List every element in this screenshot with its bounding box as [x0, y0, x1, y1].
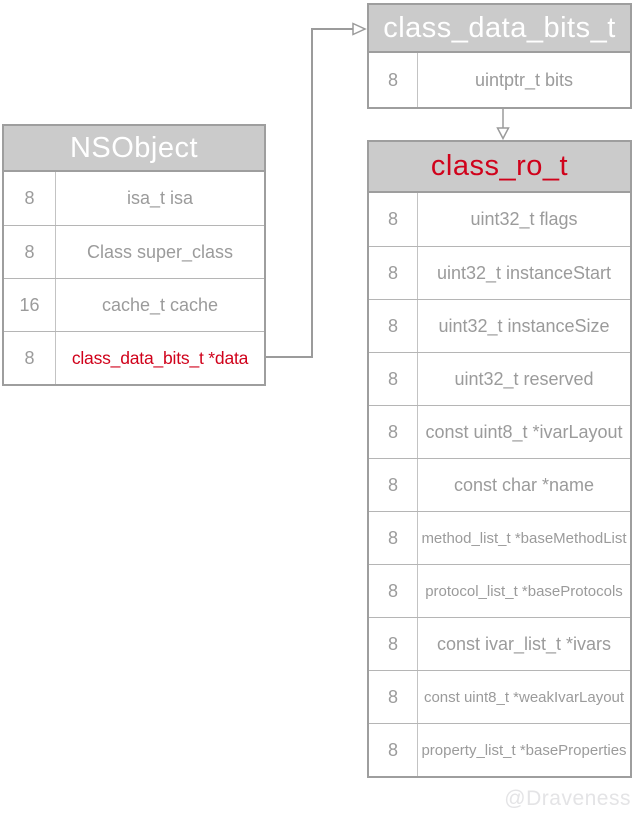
row-label: const ivar_list_t *ivars: [436, 633, 612, 654]
row-label: uint32_t reserved: [454, 368, 594, 389]
row-size: 8: [4, 226, 56, 278]
row-label: cache_t cache: [101, 294, 219, 315]
table-row: 8 Class super_class: [4, 225, 264, 278]
row-label: Class super_class: [86, 241, 234, 262]
table-nsobject: NSObject 8 isa_t isa 8 Class super_class…: [2, 124, 266, 386]
table-row: 8 uint32_t reserved: [369, 352, 630, 405]
row-label: method_list_t *baseMethodList: [421, 529, 627, 547]
table-row: 8 const ivar_list_t *ivars: [369, 617, 630, 670]
row-label: const uint8_t *ivarLayout: [425, 421, 623, 442]
row-label-highlighted: class_data_bits_t *data: [71, 347, 249, 368]
row-size: 16: [4, 279, 56, 331]
arrow-data-to-bits: [266, 22, 367, 358]
row-size: 8: [369, 353, 418, 405]
table-title-class-data-bits-t: class_data_bits_t: [369, 5, 630, 53]
row-label: property_list_t *baseProperties: [421, 741, 627, 759]
table-row-data-pointer: 8 class_data_bits_t *data: [4, 331, 264, 384]
table-row: 8 const char *name: [369, 458, 630, 511]
table-row: 16 cache_t cache: [4, 278, 264, 331]
row-size: 8: [4, 332, 56, 384]
table-row: 8 uint32_t flags: [369, 193, 630, 246]
row-size: 8: [369, 618, 418, 670]
watermark: @Draveness: [504, 787, 631, 810]
row-size: 8: [369, 512, 418, 564]
row-label: uint32_t instanceSize: [438, 315, 610, 336]
table-class-data-bits-t: class_data_bits_t 8 uintptr_t bits: [367, 3, 632, 109]
table-row: 8 uint32_t instanceStart: [369, 246, 630, 299]
table-row: 8 protocol_list_t *baseProtocols: [369, 564, 630, 617]
table-row: 8 const uint8_t *ivarLayout: [369, 405, 630, 458]
table-row: 8 property_list_t *baseProperties: [369, 723, 630, 776]
table-row: 8 uint32_t instanceSize: [369, 299, 630, 352]
row-label: protocol_list_t *baseProtocols: [425, 582, 623, 600]
row-size: 8: [4, 172, 56, 225]
row-size: 8: [369, 193, 418, 246]
row-label: uint32_t flags: [470, 209, 578, 229]
arrow-bits-to-ro: [496, 107, 510, 141]
row-label: const char *name: [453, 474, 595, 495]
table-row: 8 const uint8_t *weakIvarLayout: [369, 670, 630, 723]
table-class-ro-t: class_ro_t 8 uint32_t flags 8 uint32_t i…: [367, 140, 632, 778]
table-title-class-ro-t: class_ro_t: [369, 142, 630, 193]
row-size: 8: [369, 671, 418, 723]
table-title-nsobject: NSObject: [4, 126, 264, 172]
row-size: 8: [369, 406, 418, 458]
row-label: const uint8_t *weakIvarLayout: [423, 688, 625, 706]
table-row: 8 isa_t isa: [4, 172, 264, 225]
row-label: uint32_t instanceStart: [436, 262, 612, 283]
table-row: 8 uintptr_t bits: [369, 53, 630, 107]
row-label: isa_t isa: [126, 188, 194, 208]
row-size: 8: [369, 53, 418, 107]
row-size: 8: [369, 459, 418, 511]
row-size: 8: [369, 724, 418, 776]
row-size: 8: [369, 565, 418, 617]
table-row: 8 method_list_t *baseMethodList: [369, 511, 630, 564]
row-size: 8: [369, 247, 418, 299]
row-size: 8: [369, 300, 418, 352]
row-label: uintptr_t bits: [474, 69, 574, 90]
